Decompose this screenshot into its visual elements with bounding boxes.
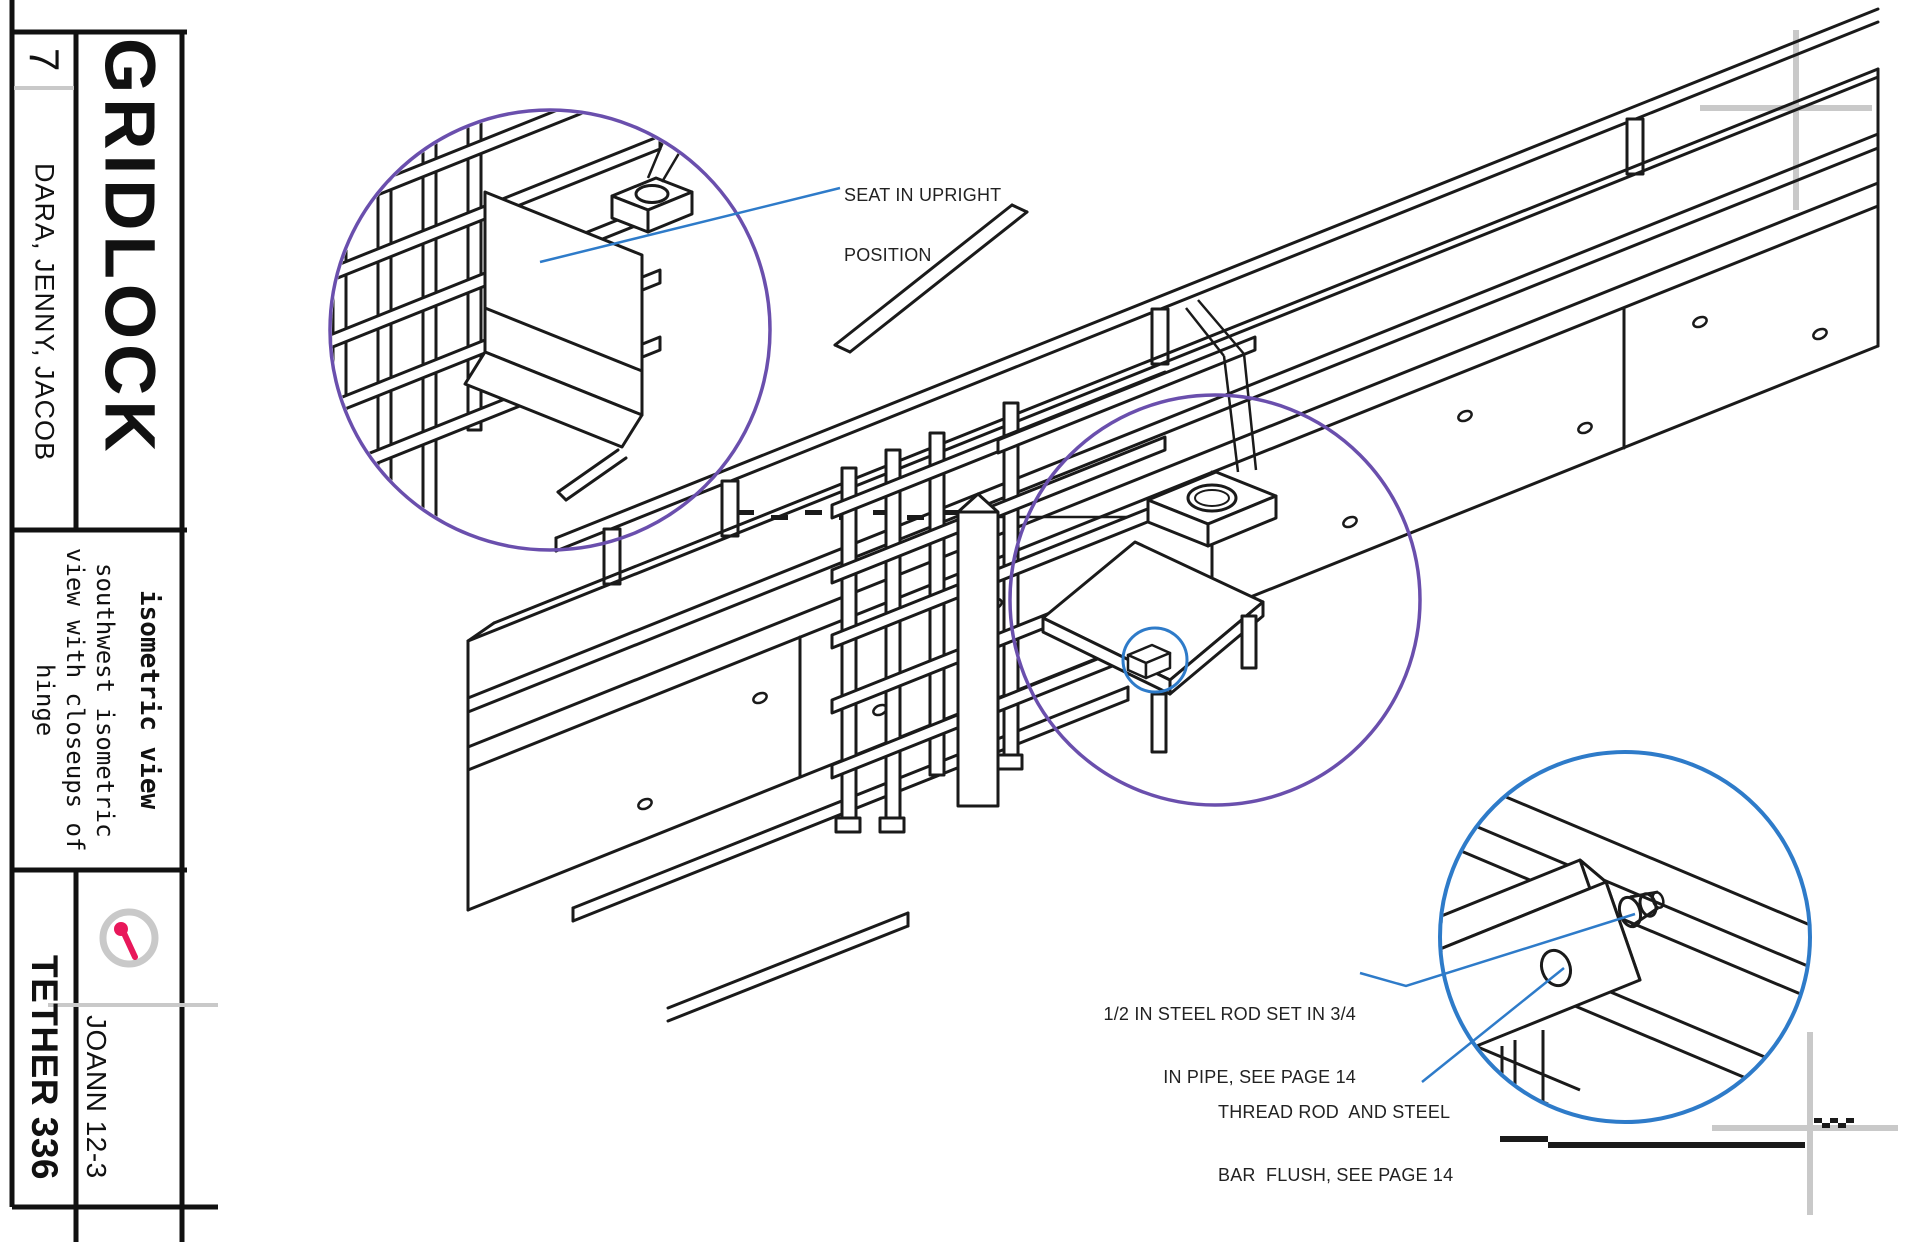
credit-label: JOANN 12-3 (81, 1015, 112, 1179)
annotation-thread-line2: BAR FLUSH, SEE PAGE 14 (1218, 1165, 1454, 1185)
closeup-seat-upright (332, 112, 694, 548)
scale-bars (1500, 1136, 1805, 1148)
sheet-number-label: 7 (21, 48, 68, 72)
leader-lines (539, 186, 1636, 1083)
view-desc-line1: southwest isometric (91, 562, 119, 838)
annotation-seat-line2: POSITION (844, 245, 932, 265)
hinge-block (1126, 643, 1172, 680)
leader-rod (1359, 912, 1636, 988)
view-desc-line3: hinge (31, 663, 59, 737)
leader-thread (1421, 967, 1565, 1083)
annotation-seat-line1: SEAT IN UPRIGHT (844, 185, 1002, 205)
annotation-seat: SEAT IN UPRIGHT POSITION (844, 145, 1001, 285)
project-title-label: GRIDLOCK (89, 38, 169, 457)
bar-hole (1539, 948, 1573, 988)
leader-seat (539, 186, 841, 264)
annotation-thread: THREAD ROD AND STEEL BAR FLUSH, SEE PAGE… (1218, 1060, 1454, 1207)
steel-rod-in-pipe (1617, 890, 1665, 929)
credit-line: JOANN 12-3 (76, 1005, 182, 1207)
annotation-thread-line1: THREAD ROD AND STEEL (1218, 1102, 1451, 1122)
view-desc-line2: view with closeups of (61, 548, 89, 852)
detail-circle-rod (1438, 750, 1812, 1124)
detail-circle-seat (328, 108, 772, 552)
project-title: GRIDLOCK (76, 32, 182, 530)
detail-circle-hinge-block (1121, 626, 1189, 694)
cup-holder (1146, 470, 1278, 548)
team-names-label: DARA, JENNY, JACOB (29, 162, 60, 462)
sheet-number: 7 (12, 32, 76, 88)
annotation-rod-line2: IN PIPE, SEE PAGE 14 (1163, 1067, 1356, 1087)
view-name: isometric view (134, 590, 164, 810)
title-block-lines (9, 0, 218, 1242)
hanger-straps (1185, 299, 1258, 473)
course-title-label: TETHER 336 (24, 954, 65, 1180)
hinge-unit (830, 299, 1278, 834)
annotation-rod: 1/2 IN STEEL ROD SET IN 3/4 IN PIPE, SEE… (1056, 962, 1356, 1109)
wall-structure (466, 7, 1880, 912)
team-names: DARA, JENNY, JACOB (12, 88, 76, 530)
registration-cross-top-right-icon (1700, 30, 1872, 210)
course-title: TETHER 336 (12, 870, 76, 1207)
break-checker-marks-bottom (1814, 1118, 1854, 1128)
panel-bolt-holes (637, 315, 1828, 811)
registration-cross-bottom-right-icon (1712, 1032, 1898, 1215)
detail-circle-hinge-unit (1008, 393, 1422, 807)
view-title-block: isometric view southwest isometric view … (30, 548, 166, 851)
annotation-rod-line1: 1/2 IN STEEL ROD SET IN 3/4 (1103, 1004, 1356, 1024)
clock-pin-logo-icon (99, 908, 159, 968)
title-block-gray-lines (14, 86, 218, 1007)
view-title-cell: isometric view southwest isometric view … (12, 530, 184, 870)
